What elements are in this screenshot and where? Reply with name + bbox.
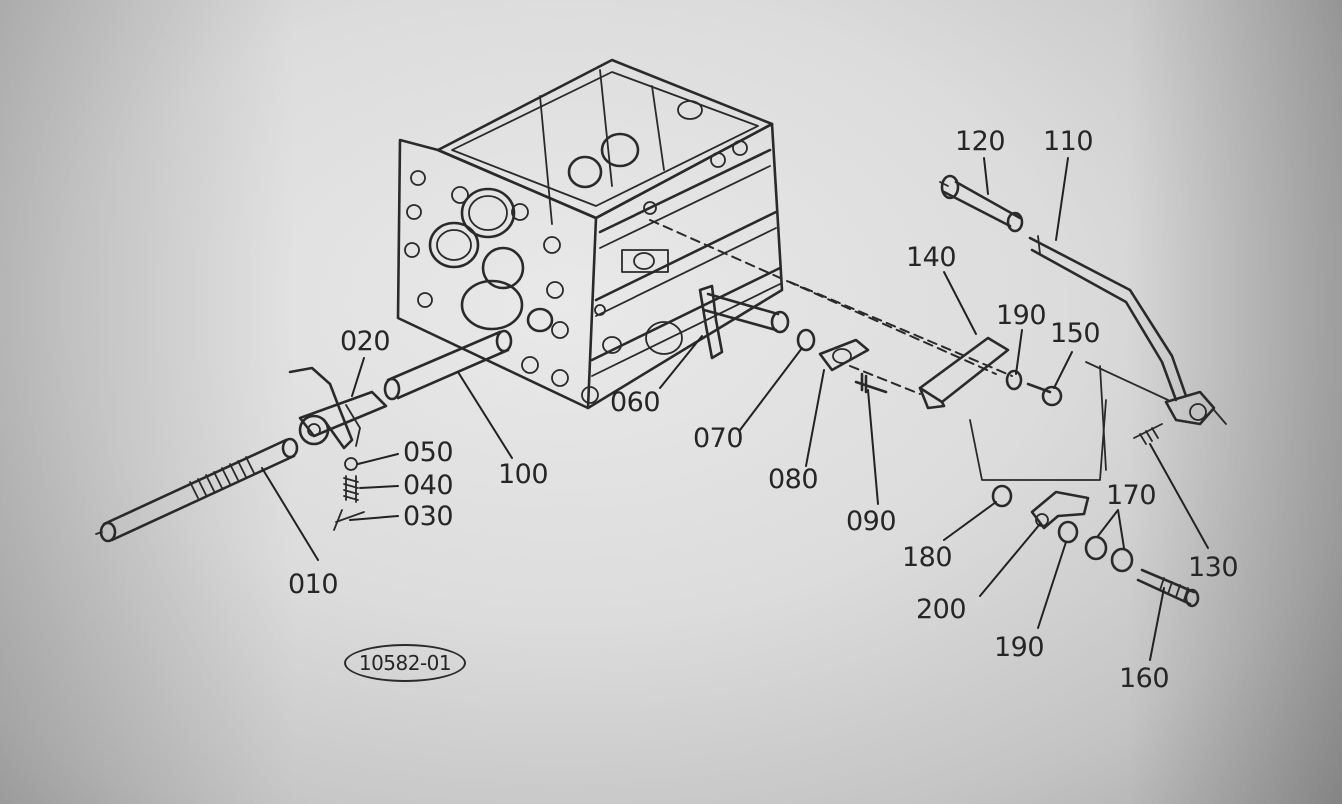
part-090-bolt <box>854 372 888 394</box>
part-190-washer-upper <box>1005 369 1023 391</box>
part-040-spring <box>343 475 359 503</box>
callout-190-upper: 190 <box>996 300 1047 331</box>
part-080-plate <box>818 338 870 372</box>
part-060-shift-arm <box>698 284 790 360</box>
drawing-reference-number: 10582-01 <box>344 644 466 682</box>
callout-040: 040 <box>403 470 454 501</box>
part-030-pin <box>333 509 365 531</box>
part-200-bracket <box>1030 490 1090 530</box>
part-180-washer <box>991 484 1013 508</box>
callout-110: 110 <box>1043 126 1094 157</box>
part-190-washer-lower <box>1057 520 1079 544</box>
part-130-pin <box>1133 423 1163 445</box>
callout-180: 180 <box>902 542 953 573</box>
callout-020: 020 <box>340 326 391 357</box>
callout-050: 050 <box>403 437 454 468</box>
callout-160: 160 <box>1119 663 1170 694</box>
part-140-pedal <box>918 336 1010 410</box>
callout-030: 030 <box>403 501 454 532</box>
part-170-nuts <box>1084 535 1134 573</box>
part-070-oring <box>796 328 816 352</box>
callout-090: 090 <box>846 506 897 537</box>
part-150-bolt <box>1026 382 1063 407</box>
leader-lines <box>261 157 1209 661</box>
callout-010: 010 <box>288 569 339 600</box>
callout-140: 140 <box>906 242 957 273</box>
callout-150: 150 <box>1050 318 1101 349</box>
part-020-shift-fork <box>288 366 388 450</box>
callout-200: 200 <box>916 594 967 625</box>
part-110-lever <box>1028 236 1227 426</box>
part-120-grip <box>939 174 1024 233</box>
callout-190-lower: 190 <box>994 632 1045 663</box>
part-010-shaft <box>95 437 299 543</box>
part-100-shift-rod <box>383 329 513 401</box>
part-050-ball <box>344 457 358 471</box>
callout-170: 170 <box>1106 480 1157 511</box>
callout-070: 070 <box>693 423 744 454</box>
transmission-case <box>396 58 784 410</box>
callout-100: 100 <box>498 459 549 490</box>
callout-130: 130 <box>1188 552 1239 583</box>
callout-060: 060 <box>610 387 661 418</box>
callout-120: 120 <box>955 126 1006 157</box>
callout-080: 080 <box>768 464 819 495</box>
